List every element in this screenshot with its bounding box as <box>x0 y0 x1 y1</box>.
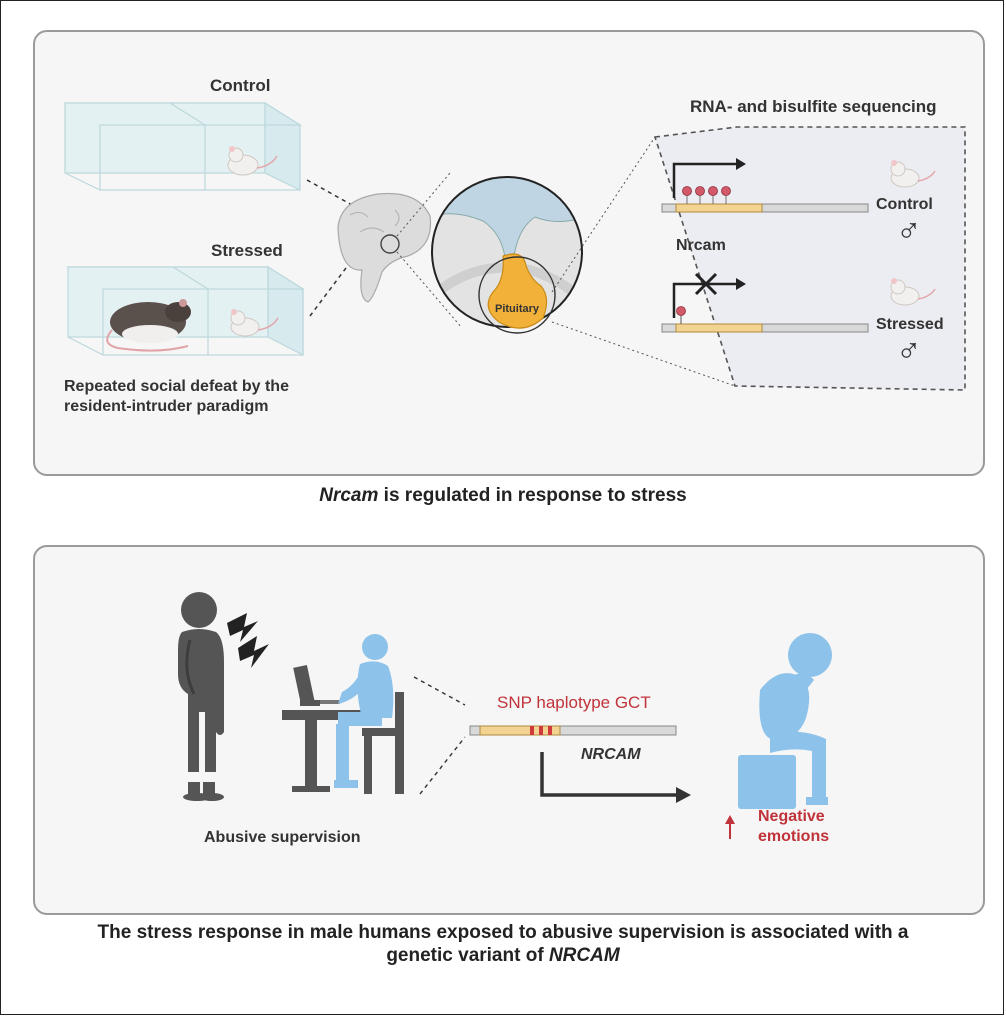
bottom-caption-prefix: genetic variant of <box>386 945 549 966</box>
control-cage-label: Control <box>210 76 271 95</box>
negative-emotions-line1: Negative <box>758 808 825 825</box>
increase-arrow-icon <box>725 815 735 839</box>
bottom-caption-line2: genetic variant of NRCAM <box>0 945 1006 967</box>
negative-emotions-line2: emotions <box>758 828 830 845</box>
pituitary-gland-icon <box>487 253 548 329</box>
top-caption: Nrcam is regulated in response to stress <box>0 485 1006 507</box>
nrcam-gene-label-bottom: NRCAM <box>581 746 641 763</box>
employee-figure-icon <box>334 634 394 788</box>
abusive-supervision-label: Abusive supervision <box>204 829 361 846</box>
stressed-cage-icon <box>65 265 306 356</box>
supervisor-figure-icon <box>178 592 224 801</box>
desk-computer-icon <box>282 664 380 792</box>
intruder-rat-icon <box>230 309 279 337</box>
expression-arrow-icon <box>540 752 691 803</box>
stressed-gene-track <box>661 272 869 333</box>
top-caption-text: is regulated in response to stress <box>378 485 687 506</box>
male-symbol-stressed: ♂ <box>896 332 922 370</box>
bottom-caption-line1: The stress response in male humans expos… <box>97 922 909 943</box>
control-gene-track <box>661 158 869 213</box>
bottom-caption-gene: NRCAM <box>548 945 620 966</box>
nrcam-gene-track <box>469 725 677 736</box>
stressed-rat-small-icon <box>890 278 936 306</box>
paradigm-label-line2: resident-intruder paradigm <box>64 398 269 415</box>
top-caption-gene: Nrcam <box>319 485 379 506</box>
control-group-label: Control <box>876 196 933 213</box>
stressed-group-label: Stressed <box>876 316 944 333</box>
stressed-cage-label: Stressed <box>211 241 283 260</box>
chair-icon <box>362 692 404 794</box>
nrcam-gene-label: Nrcam <box>676 237 726 254</box>
brain-icon <box>337 192 432 303</box>
negative-emotion-person-icon <box>738 633 832 809</box>
control-rat-icon <box>227 146 278 176</box>
paradigm-label-line1: Repeated social defeat by the <box>64 378 289 395</box>
lightning-icon <box>227 613 269 668</box>
sequencing-label: RNA- and bisulfite sequencing <box>690 97 937 116</box>
resident-rat-icon <box>106 299 191 352</box>
control-rat-small-icon <box>890 160 936 188</box>
pituitary-label: Pituitary <box>495 303 540 315</box>
snp-haplotype-label: SNP haplotype GCT <box>497 693 651 712</box>
male-symbol-control: ♂ <box>896 212 922 250</box>
